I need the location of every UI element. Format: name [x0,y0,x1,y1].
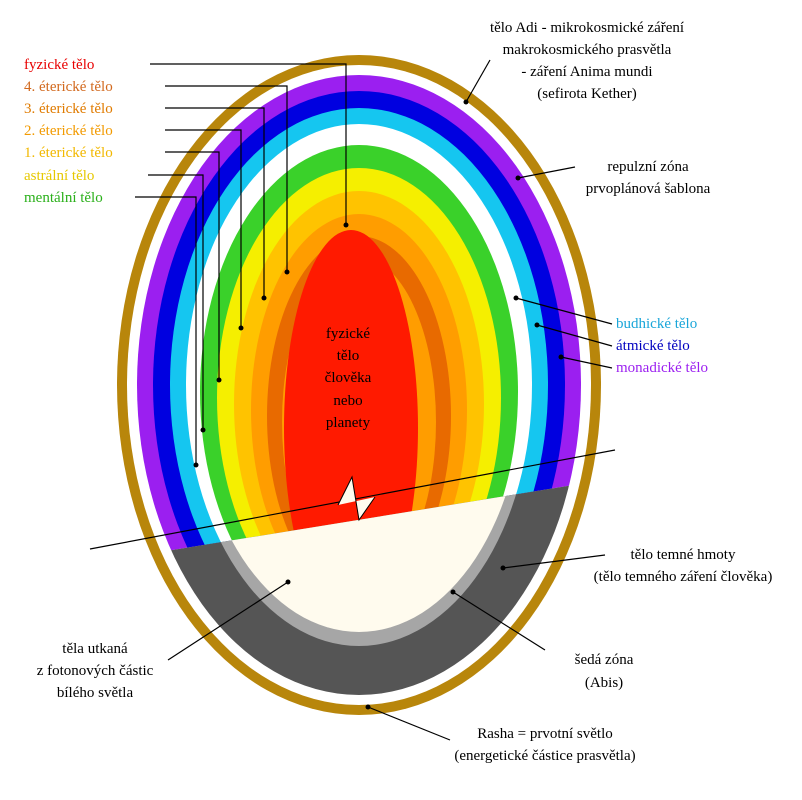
leader-repulsion [517,166,576,179]
label-dark-matter-line-1: tělo temné hmoty [631,547,736,563]
label-mental-body: mentální tělo [24,190,103,206]
leader-atmic [536,324,613,347]
label-adi-line-4: (sefirota Kether) [537,86,637,102]
left-labels: fyzické tělo 4. éterické tělo 3. éterick… [24,57,113,206]
label-adi-body: tělo Adi - mikrokosmické záření makrokos… [490,20,684,102]
label-etheric-1: 1. éterické tělo [24,145,113,161]
leader-dot-adi [463,99,469,105]
right-labels: budhické tělo átmické tělo monadické těl… [616,316,708,376]
label-repulsion-line-2: prvoplánová šablona [586,181,711,197]
label-buddhic-body: budhické tělo [616,316,697,332]
label-astral-body: astrální tělo [24,168,94,184]
leader-rasha [367,706,451,741]
leader-dot-astral [200,427,206,433]
label-photon-line-1: těla utkaná [62,641,128,657]
label-adi-line-3: - záření Anima mundi [521,64,652,80]
label-center-line-2: tělo [337,348,360,364]
leader-physical [150,63,347,225]
leader-dot-monadic [558,354,564,360]
label-center-line-4: nebo [333,393,362,409]
label-photon-line-3: bílého světla [57,685,134,701]
leader-astral [148,174,204,430]
leader-buddhic [515,297,613,325]
leader-etheric-2 [165,129,242,328]
label-etheric-2: 2. éterické tělo [24,123,113,139]
leader-dot-etheric-4 [284,269,290,275]
label-dark-matter-line-2: (tělo temného záření člověka) [594,569,773,585]
label-physical-body: fyzické tělo [24,57,94,73]
label-rasha-line-1: Rasha = prvotní světlo [477,726,613,742]
leader-photon [167,581,289,661]
leader-dot-photon [285,579,291,585]
label-rasha-line-2: (energetické částice prasvětla) [454,748,635,764]
leader-mental [135,196,197,465]
leader-dot-etheric-2 [238,325,244,331]
leader-etheric-1 [165,151,220,380]
leader-dot-etheric-3 [261,295,267,301]
leader-etheric-4 [165,85,288,272]
division-notch-outline [337,475,376,522]
label-adi-line-1: tělo Adi - mikrokosmické záření [490,20,684,36]
leader-dot-rasha [365,704,371,710]
division-notch [338,477,375,520]
label-repulsion-zone: repulzní zóna prvoplánová šablona [586,159,711,197]
leader-dot-etheric-1 [216,377,222,383]
leader-dark-matter [502,554,606,569]
label-center-line-5: planety [326,415,371,431]
label-center-line-1: fyzické [326,326,370,342]
label-atmic-body: átmické tělo [616,338,690,354]
leader-dot-atmic [534,322,540,328]
label-photon-line-2: z fotonových částic [37,663,154,679]
leader-dot-grey-zone [450,589,456,595]
leader-dot-buddhic [513,295,519,301]
label-etheric-4: 4. éterické tělo [24,79,113,95]
label-dark-matter: tělo temné hmoty (tělo temného záření čl… [594,547,773,585]
label-monadic-body: monadické tělo [616,360,708,376]
label-photon-bodies: těla utkaná z fotonových částic bílého s… [37,641,154,701]
leader-dot-repulsion [515,175,521,181]
label-center-line-3: člověka [325,370,372,386]
leader-dot-dark-matter [500,565,506,571]
label-rasha: Rasha = prvotní světlo (energetické část… [454,726,635,764]
label-grey-zone-line-2: (Abis) [585,675,623,691]
label-grey-zone: šedá zóna (Abis) [575,652,634,691]
leader-grey-zone [452,591,546,651]
label-repulsion-line-1: repulzní zóna [607,159,689,175]
label-center-physical: fyzické tělo člověka nebo planety [325,326,372,431]
label-adi-line-2: makrokosmického prasvětla [503,42,672,58]
label-etheric-3: 3. éterické tělo [24,101,113,117]
right-leader-lines [167,59,613,741]
leader-monadic [560,356,613,369]
leader-adi [465,59,491,103]
leader-dot-physical [343,222,349,228]
leader-dot-mental [193,462,199,468]
label-grey-zone-line-1: šedá zóna [575,652,634,668]
left-leader-lines [135,63,349,468]
leader-etheric-3 [165,107,265,298]
